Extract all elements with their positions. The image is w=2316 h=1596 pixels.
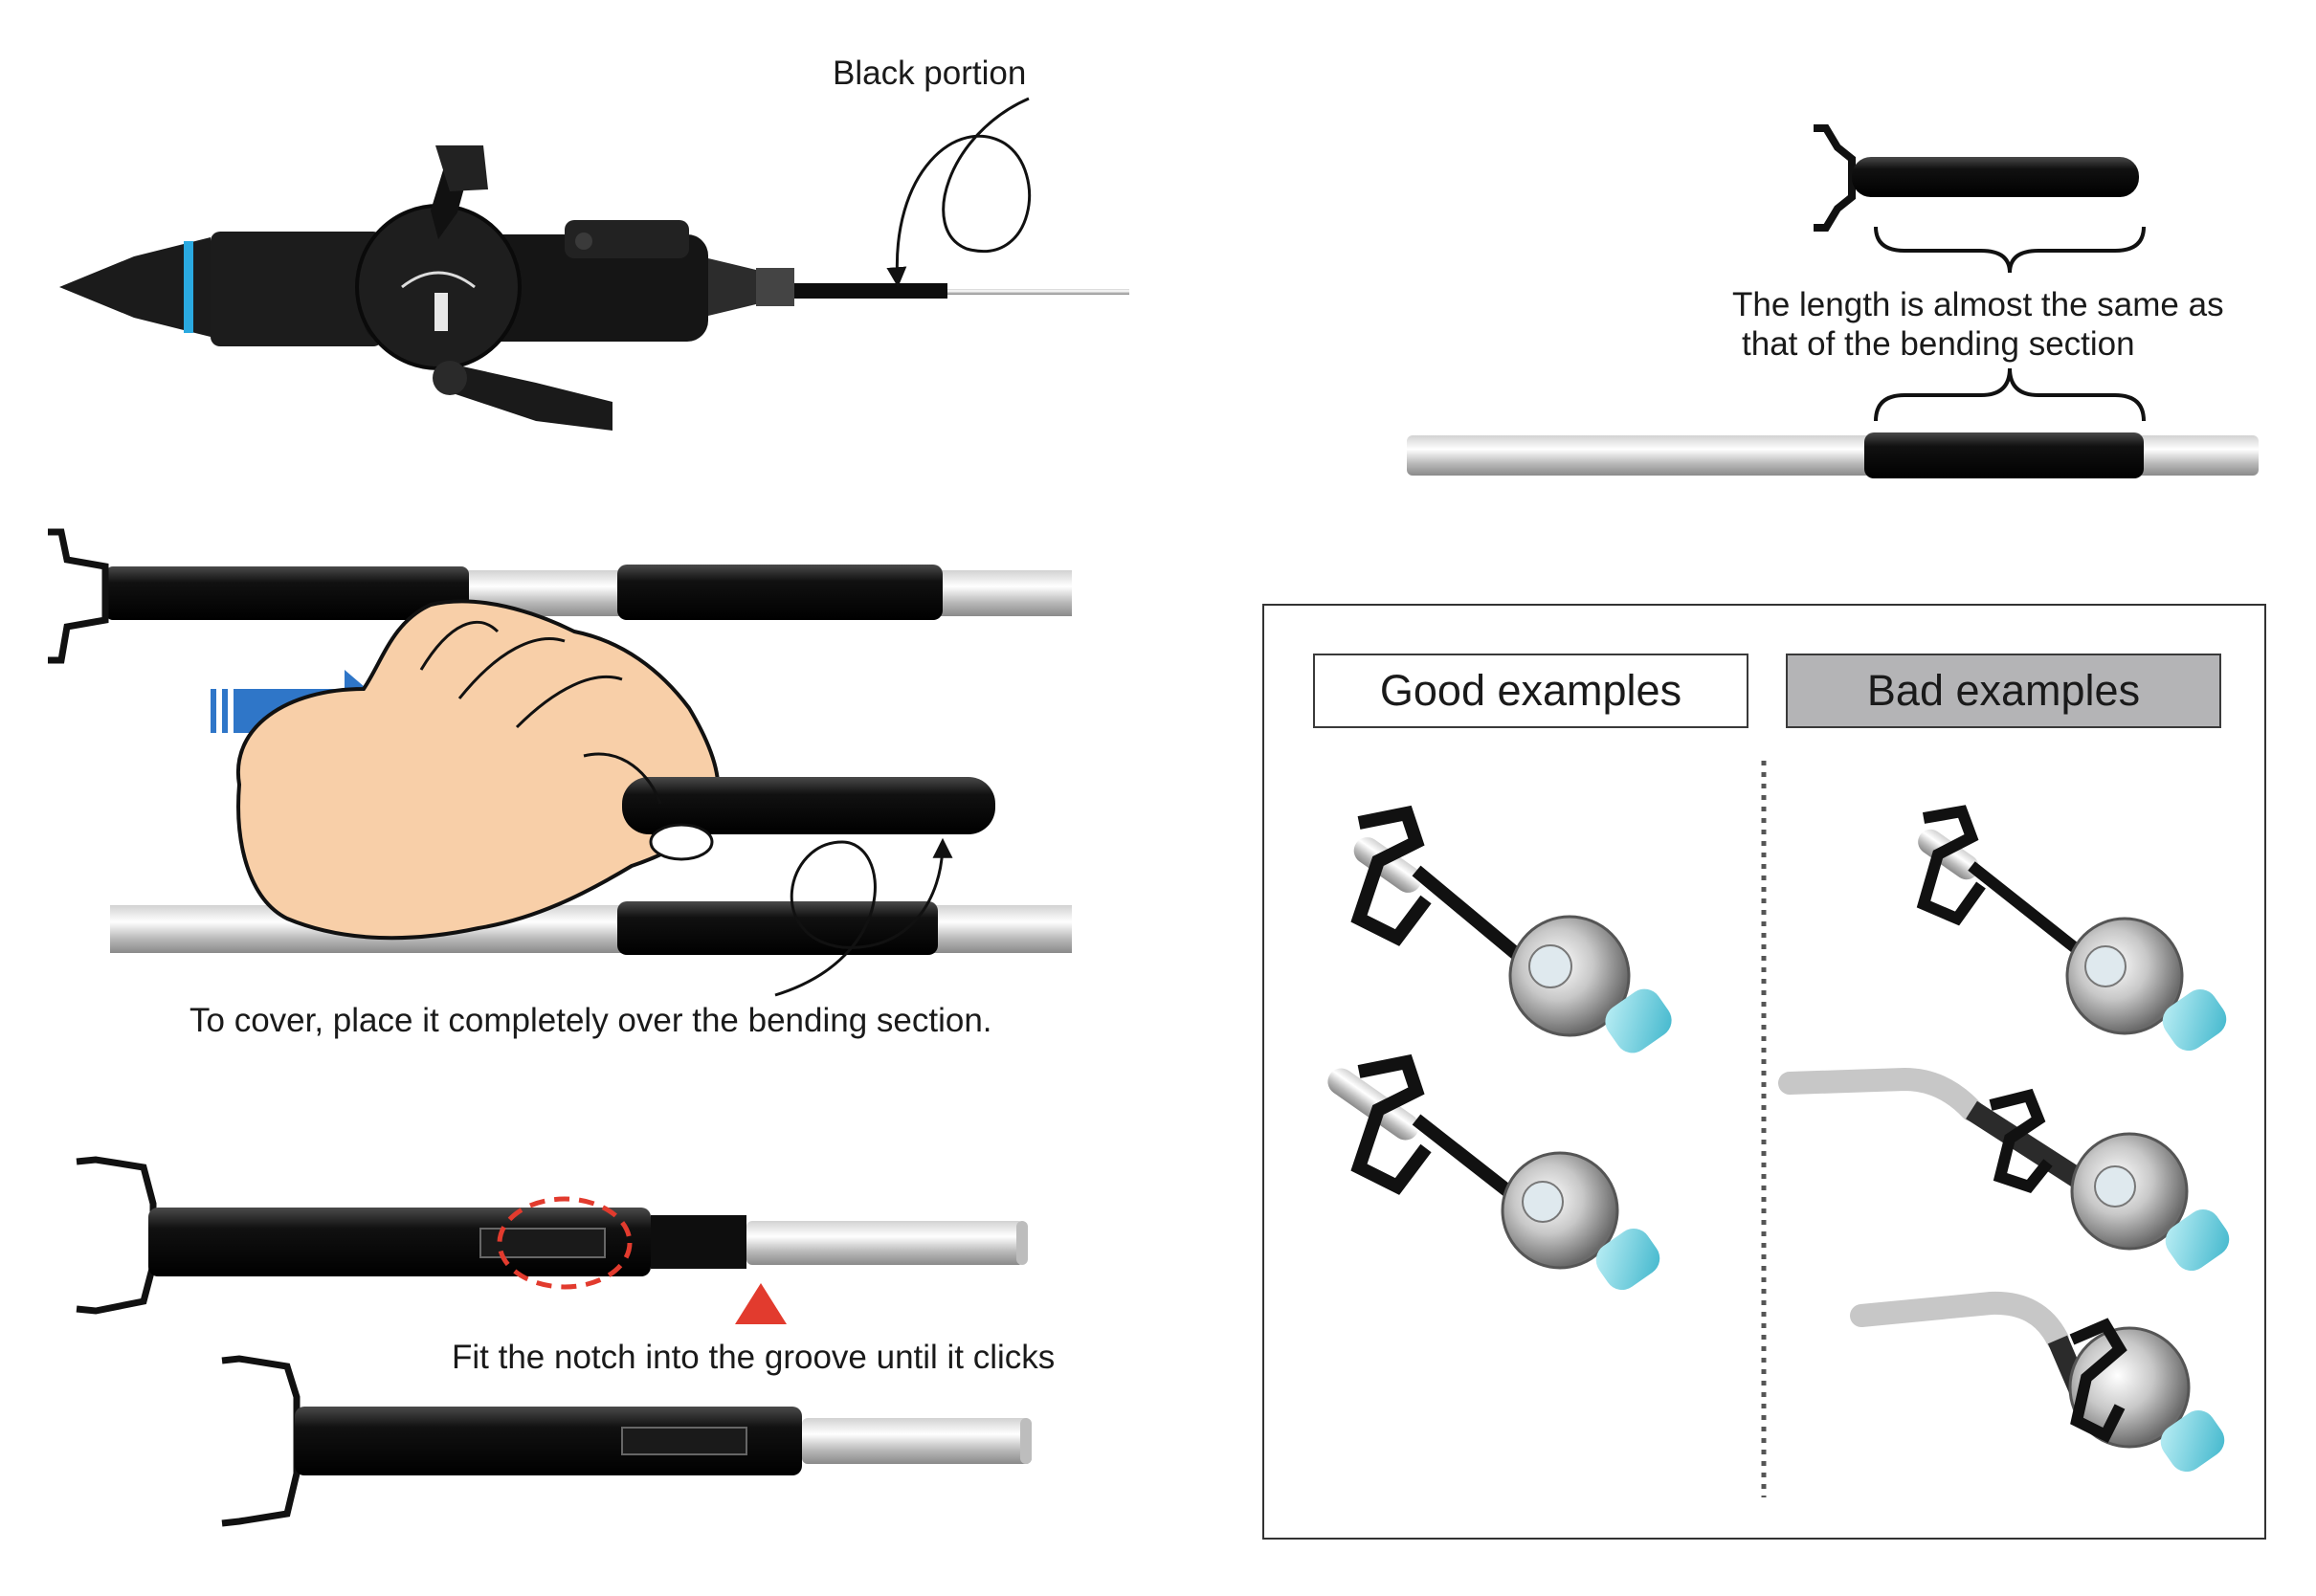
notch-procedure: Fit the notch into the groove until it c… [76,1156,1055,1527]
endoscope-illustration: Black portion [59,55,1129,431]
bad-example-overbent [1850,1291,2225,1473]
same-length-line2: that of the bending section [1742,325,2135,363]
good-example-angled [1327,1053,1660,1291]
same-length-line1: The length is almost the same as [1732,286,2224,323]
examples-panel [1262,604,2266,1540]
black-portion-label: Black portion [833,55,1026,92]
bad-examples-header: Bad examples [1786,654,2221,728]
red-triangle-marker [735,1283,787,1324]
notch-instruction-label: Fit the notch into the groove until it c… [452,1339,1055,1376]
bad-example-bent [1778,1067,2230,1272]
length-comparison: The length is almost the same as that of… [1407,124,2259,478]
good-example-straight [1350,805,1672,1053]
hand-icon [235,599,721,941]
good-examples-header: Good examples [1313,654,1748,728]
cover-procedure: To cover, place it completely over the b… [48,528,1072,1039]
cover-instruction-label: To cover, place it completely over the b… [189,1002,992,1039]
bad-example-not-inserted [1916,805,2227,1052]
